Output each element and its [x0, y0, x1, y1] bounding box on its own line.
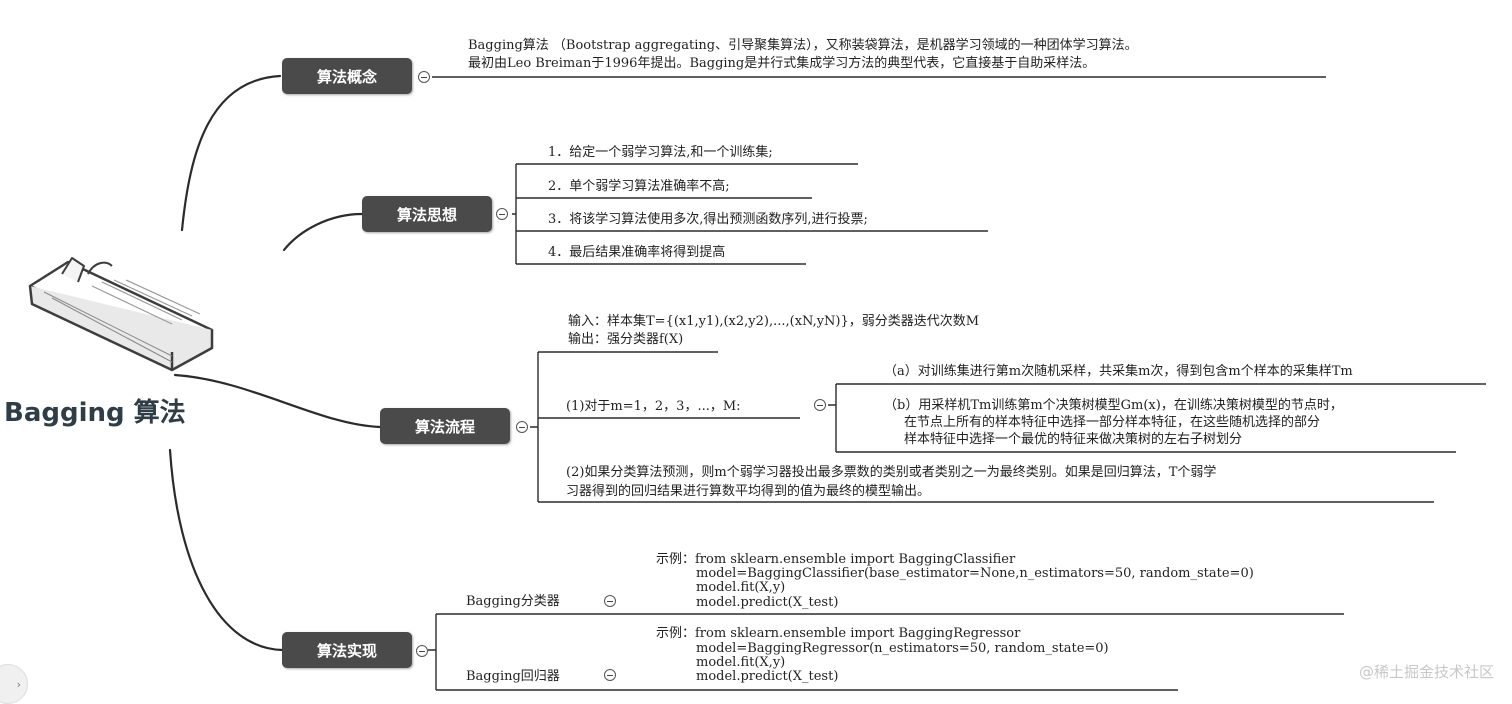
collapse-concept-icon[interactable]	[418, 71, 430, 83]
collapse-regressor-icon[interactable]	[604, 669, 616, 681]
collapse-classifier-icon[interactable]	[604, 595, 616, 607]
node-concept[interactable]: 算法概念	[282, 58, 412, 94]
flow-step1-b-line-3: 样本特征中选择一个最优的特征来做决策树的左右子树划分	[904, 432, 1243, 447]
idea-item-1: 1．给定一个弱学习算法,和一个训练集;	[548, 145, 773, 160]
root-title: Bagging 算法	[4, 398, 186, 428]
classifier-code-1: 示例：from sklearn.ensemble import BaggingC…	[656, 552, 1016, 567]
classifier-code-2: model=BaggingClassifier(base_estimator=N…	[696, 566, 1254, 581]
flow-step2-line-1: (2)如果分类算法预测，则m个弱学习器投出最多票数的类别或者类别之一为最终类别。…	[566, 465, 1217, 480]
flow-step1-b-line-1: （b）用采样机Tm训练第m个决策树模型Gm(x)，在训练决策树模型的节点时，	[884, 398, 1343, 413]
collapse-step1-icon[interactable]	[814, 399, 826, 411]
node-idea[interactable]: 算法思想	[362, 196, 492, 232]
collapse-idea-icon[interactable]	[496, 208, 508, 220]
flow-step1-b-line-2: 在节点上所有的样本特征中选择一部分样本特征，在这些随机选择的部分	[904, 415, 1321, 430]
flow-step1: (1)对于m=1，2，3，...，M:	[566, 399, 741, 414]
flow-input-line: 输入：样本集T={(x1,y1),(x2,y2),...,(xN,yN)}，弱分…	[568, 314, 980, 329]
flow-output-line: 输出：强分类器f(X)	[568, 332, 684, 347]
watermark: @稀土掘金技术社区	[1358, 663, 1494, 681]
concept-line-2: 最初由Leo Breiman于1996年提出。Bagging是并行式集成学习方法…	[468, 56, 1096, 71]
collapse-flow-icon[interactable]	[516, 421, 528, 433]
flow-step2-line-2: 习器得到的回归结果进行算数平均得到的值为最终的模型输出。	[566, 484, 931, 499]
branch-flow	[173, 373, 382, 429]
node-impl[interactable]: 算法实现	[282, 632, 412, 668]
regressor-code-3: model.fit(X,y)	[696, 655, 786, 670]
branch-concept	[180, 74, 282, 232]
classifier-code-3: model.fit(X,y)	[696, 580, 786, 595]
book-icon	[28, 257, 214, 372]
classifier-label: Bagging分类器	[466, 594, 560, 609]
node-flow[interactable]: 算法流程	[380, 408, 510, 444]
classifier-code-4: model.predict(X_test)	[696, 595, 839, 610]
regressor-label: Bagging回归器	[466, 669, 560, 684]
idea-item-3: 3．将该学习算法使用多次,得出预测函数序列,进行投票;	[548, 212, 868, 227]
regressor-code-2: model=BaggingRegressor(n_estimators=50, …	[696, 641, 1109, 656]
regressor-code-1: 示例：from sklearn.ensemble import BaggingR…	[656, 626, 1021, 641]
branch-idea	[282, 212, 364, 252]
flow-step1-a: （a）对训练集进行第m次随机采样，共采集m次，得到包含m个样本的采集样Tm	[884, 364, 1353, 379]
idea-item-2: 2．单个弱学习算法准确率不高;	[548, 179, 730, 194]
regressor-code-4: model.predict(X_test)	[696, 669, 839, 684]
concept-line-1: Bagging算法 （Bootstrap aggregating、引导聚集算法）…	[468, 38, 1138, 53]
collapse-impl-icon[interactable]	[416, 645, 428, 657]
branch-impl	[168, 448, 284, 652]
idea-item-4: 4．最后结果准确率将得到提高	[548, 245, 726, 260]
